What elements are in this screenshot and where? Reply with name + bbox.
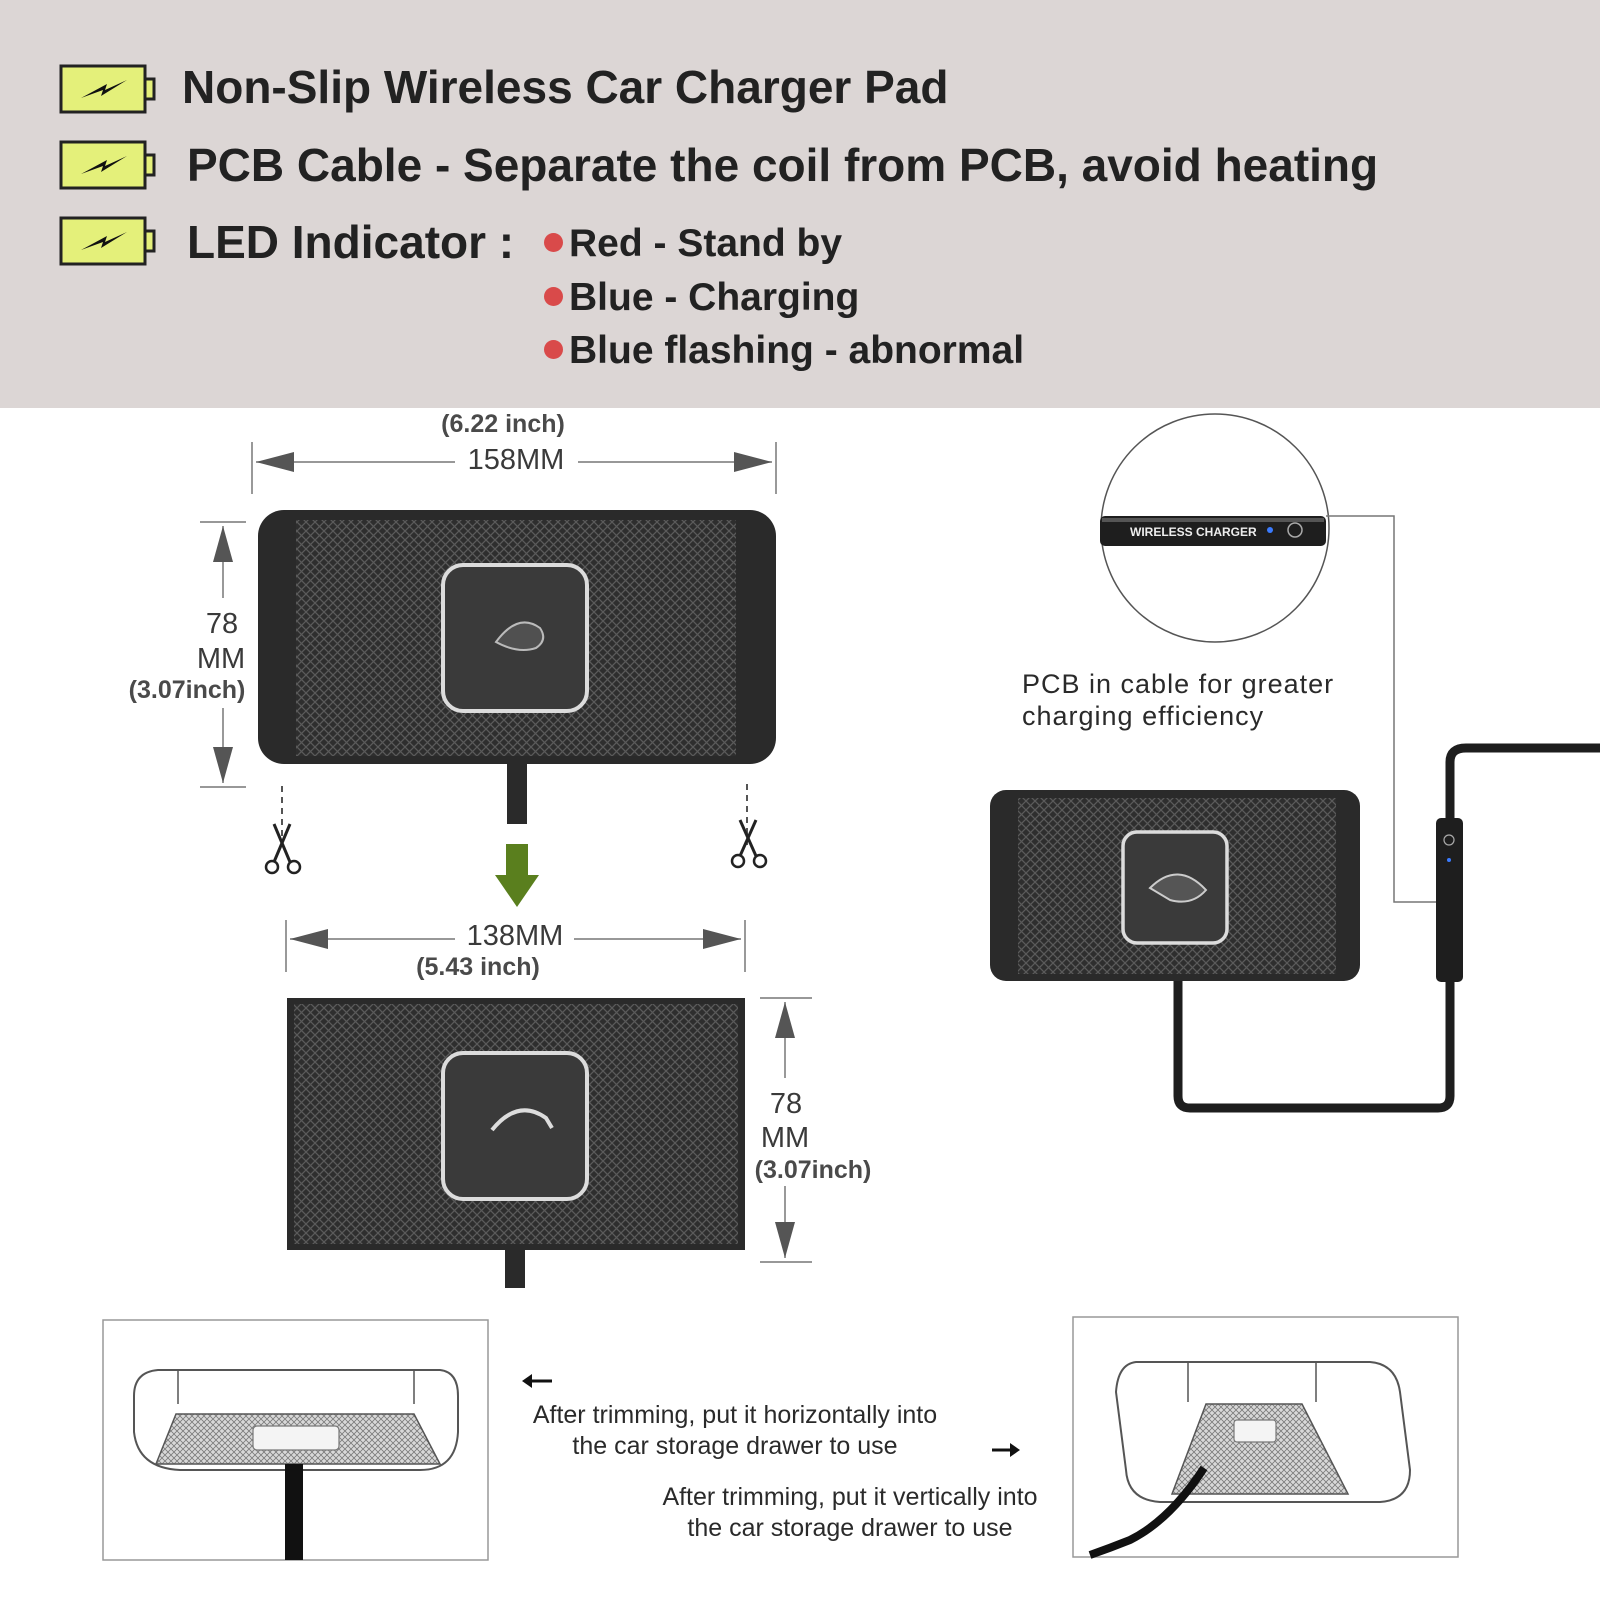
led-state-text: Blue - Charging [569,276,860,319]
battery-bolt-icon [59,216,156,266]
scissors-icon [264,823,302,875]
led-state-text: Blue flashing - abnormal [569,329,1025,372]
original-width-inch: (6.22 inch) [441,410,565,438]
original-width-mm: 158MM [467,444,565,476]
arrow-right-icon [992,1443,1020,1457]
led-dot-icon [544,340,563,360]
scissors-icon [730,819,768,869]
led-light-icon [1267,527,1273,533]
pcb-module-label: WIRELESS CHARGER [1130,525,1257,539]
power-icon [1443,834,1455,846]
led-dot-icon [544,233,563,253]
led-state: Blue - Charging [544,276,859,320]
arrow-left-icon [522,1374,552,1388]
original-pad [200,442,777,824]
pcb-caption-line: PCB in cable for greater [1022,669,1335,699]
horizontal-usage-caption: After trimming, put it horizontally into… [510,1400,960,1462]
pcb-module [1100,516,1326,546]
caption-line: After trimming, put it vertically into [662,1483,1038,1511]
battery-bolt-icon [59,64,156,114]
pcb-module [1436,818,1463,982]
led-dot-icon [544,287,563,307]
battery-bolt-icon [59,140,156,190]
pcb-caption-line: charging efficiency [1022,701,1265,731]
original-height-number: 78 [205,608,239,640]
charging-coil-icon [441,1051,589,1201]
led-state: Red - Stand by [544,222,842,266]
trimmed-height-inch: (3.07inch) [754,1156,872,1184]
trimmed-width-inch: (5.43 inch) [416,953,540,981]
trimmed-width-mm: 138MM [466,920,564,952]
original-height-inch: (3.07inch) [128,676,246,704]
feature-text: PCB Cable - Separate the coil from PCB, … [187,139,1379,191]
pcb-caption: PCB in cable for greater charging effici… [1022,668,1334,732]
led-state: Blue flashing - abnormal [544,329,1024,373]
power-icon [1287,522,1303,538]
pcb-cable-view: WIRELESS CHARGER [990,413,1600,1113]
feature-header: Non-Slip Wireless Car Charger Pad PCB Ca… [0,0,1600,408]
vertical-usage-caption: After trimming, put it vertically into t… [640,1482,1060,1544]
usage-vertical [1072,1316,1459,1559]
trimmed-pad [285,920,812,1288]
original-height-unit: MM [196,643,246,675]
charging-coil-icon [252,1425,340,1451]
feature-text: LED Indicator : [187,216,515,268]
charging-coil-icon [1233,1419,1277,1443]
caption-line: After trimming, put it horizontally into [532,1401,938,1429]
trimmed-height-unit: MM [760,1122,810,1154]
caption-line: the car storage drawer to use [687,1514,1013,1542]
usage-horizontal [102,1319,489,1561]
feature-text: Non-Slip Wireless Car Charger Pad [182,61,949,113]
trimmed-height-number: 78 [769,1088,803,1120]
trim-marks [264,784,768,875]
led-light-icon [1447,858,1451,862]
led-state-text: Red - Stand by [569,222,843,265]
arrow-down-icon [495,844,539,907]
caption-line: the car storage drawer to use [572,1432,898,1460]
